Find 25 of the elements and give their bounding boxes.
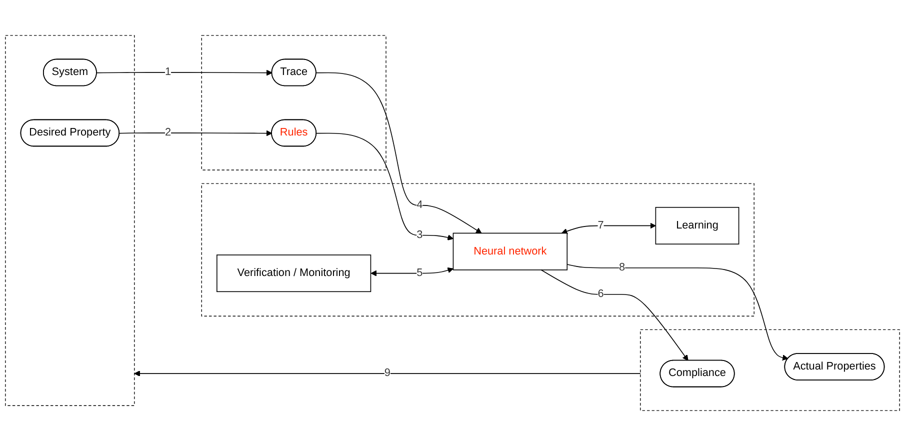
edge-label: 8 <box>619 262 626 274</box>
edge-label: 3 <box>416 229 423 241</box>
arrow <box>316 72 482 234</box>
arrow <box>96 70 272 76</box>
edge-label: 9 <box>384 367 390 379</box>
edge-label: 6 <box>598 288 604 300</box>
edge-label: 5 <box>416 267 423 279</box>
cluster <box>201 183 754 316</box>
edge-label: 7 <box>598 220 604 232</box>
arrow <box>134 370 641 377</box>
arrow <box>562 222 656 234</box>
arrow <box>316 132 454 240</box>
edge-label: 1 <box>164 66 172 78</box>
node-box: Learning <box>655 206 740 244</box>
arrow <box>566 264 788 361</box>
edge-label: 4 <box>416 199 423 211</box>
arrow <box>119 130 272 136</box>
node-box: Neural network <box>452 232 568 270</box>
arrow <box>540 269 688 361</box>
cluster <box>201 35 386 170</box>
cluster <box>640 329 900 411</box>
edge-label: 2 <box>164 126 172 138</box>
cluster <box>5 35 135 406</box>
arrow <box>370 267 454 276</box>
node-box: Verification / Monitoring <box>216 254 372 292</box>
